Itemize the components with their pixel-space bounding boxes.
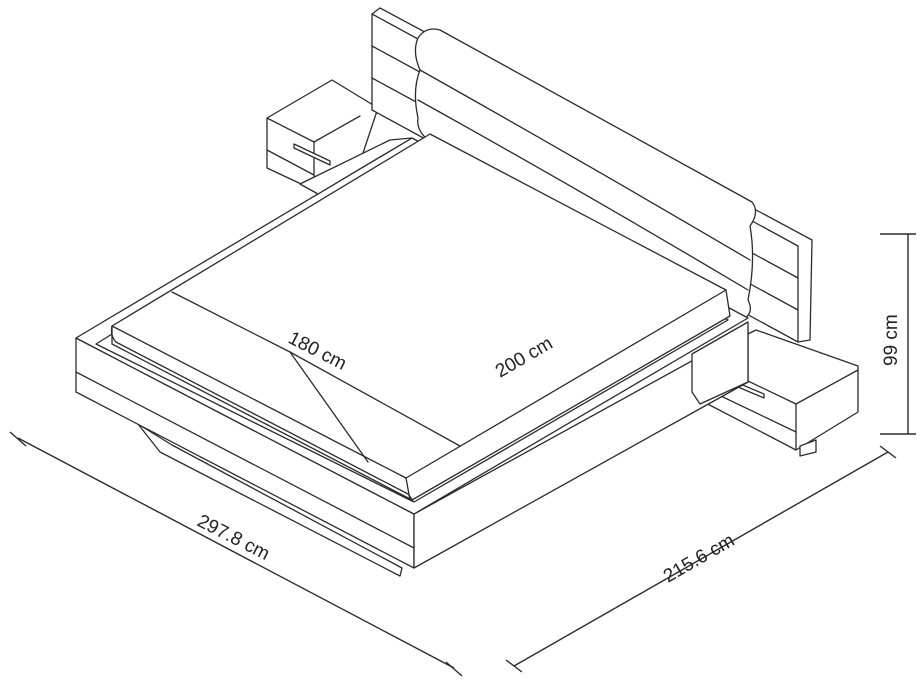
label-headboard-height: 99 cm [881,314,902,366]
headboard [371,7,813,343]
dimension-total-length [505,445,897,673]
left-nightstand-handle [293,143,331,166]
label-total-length: 215.6 cm [660,530,738,587]
dimension-headboard-height [880,233,916,435]
dimension-total-width [9,431,463,677]
headboard-cushion [414,28,757,319]
label-total-width: 297.8 cm [194,511,273,565]
mattress [110,133,731,502]
mattress-fold [171,291,461,463]
